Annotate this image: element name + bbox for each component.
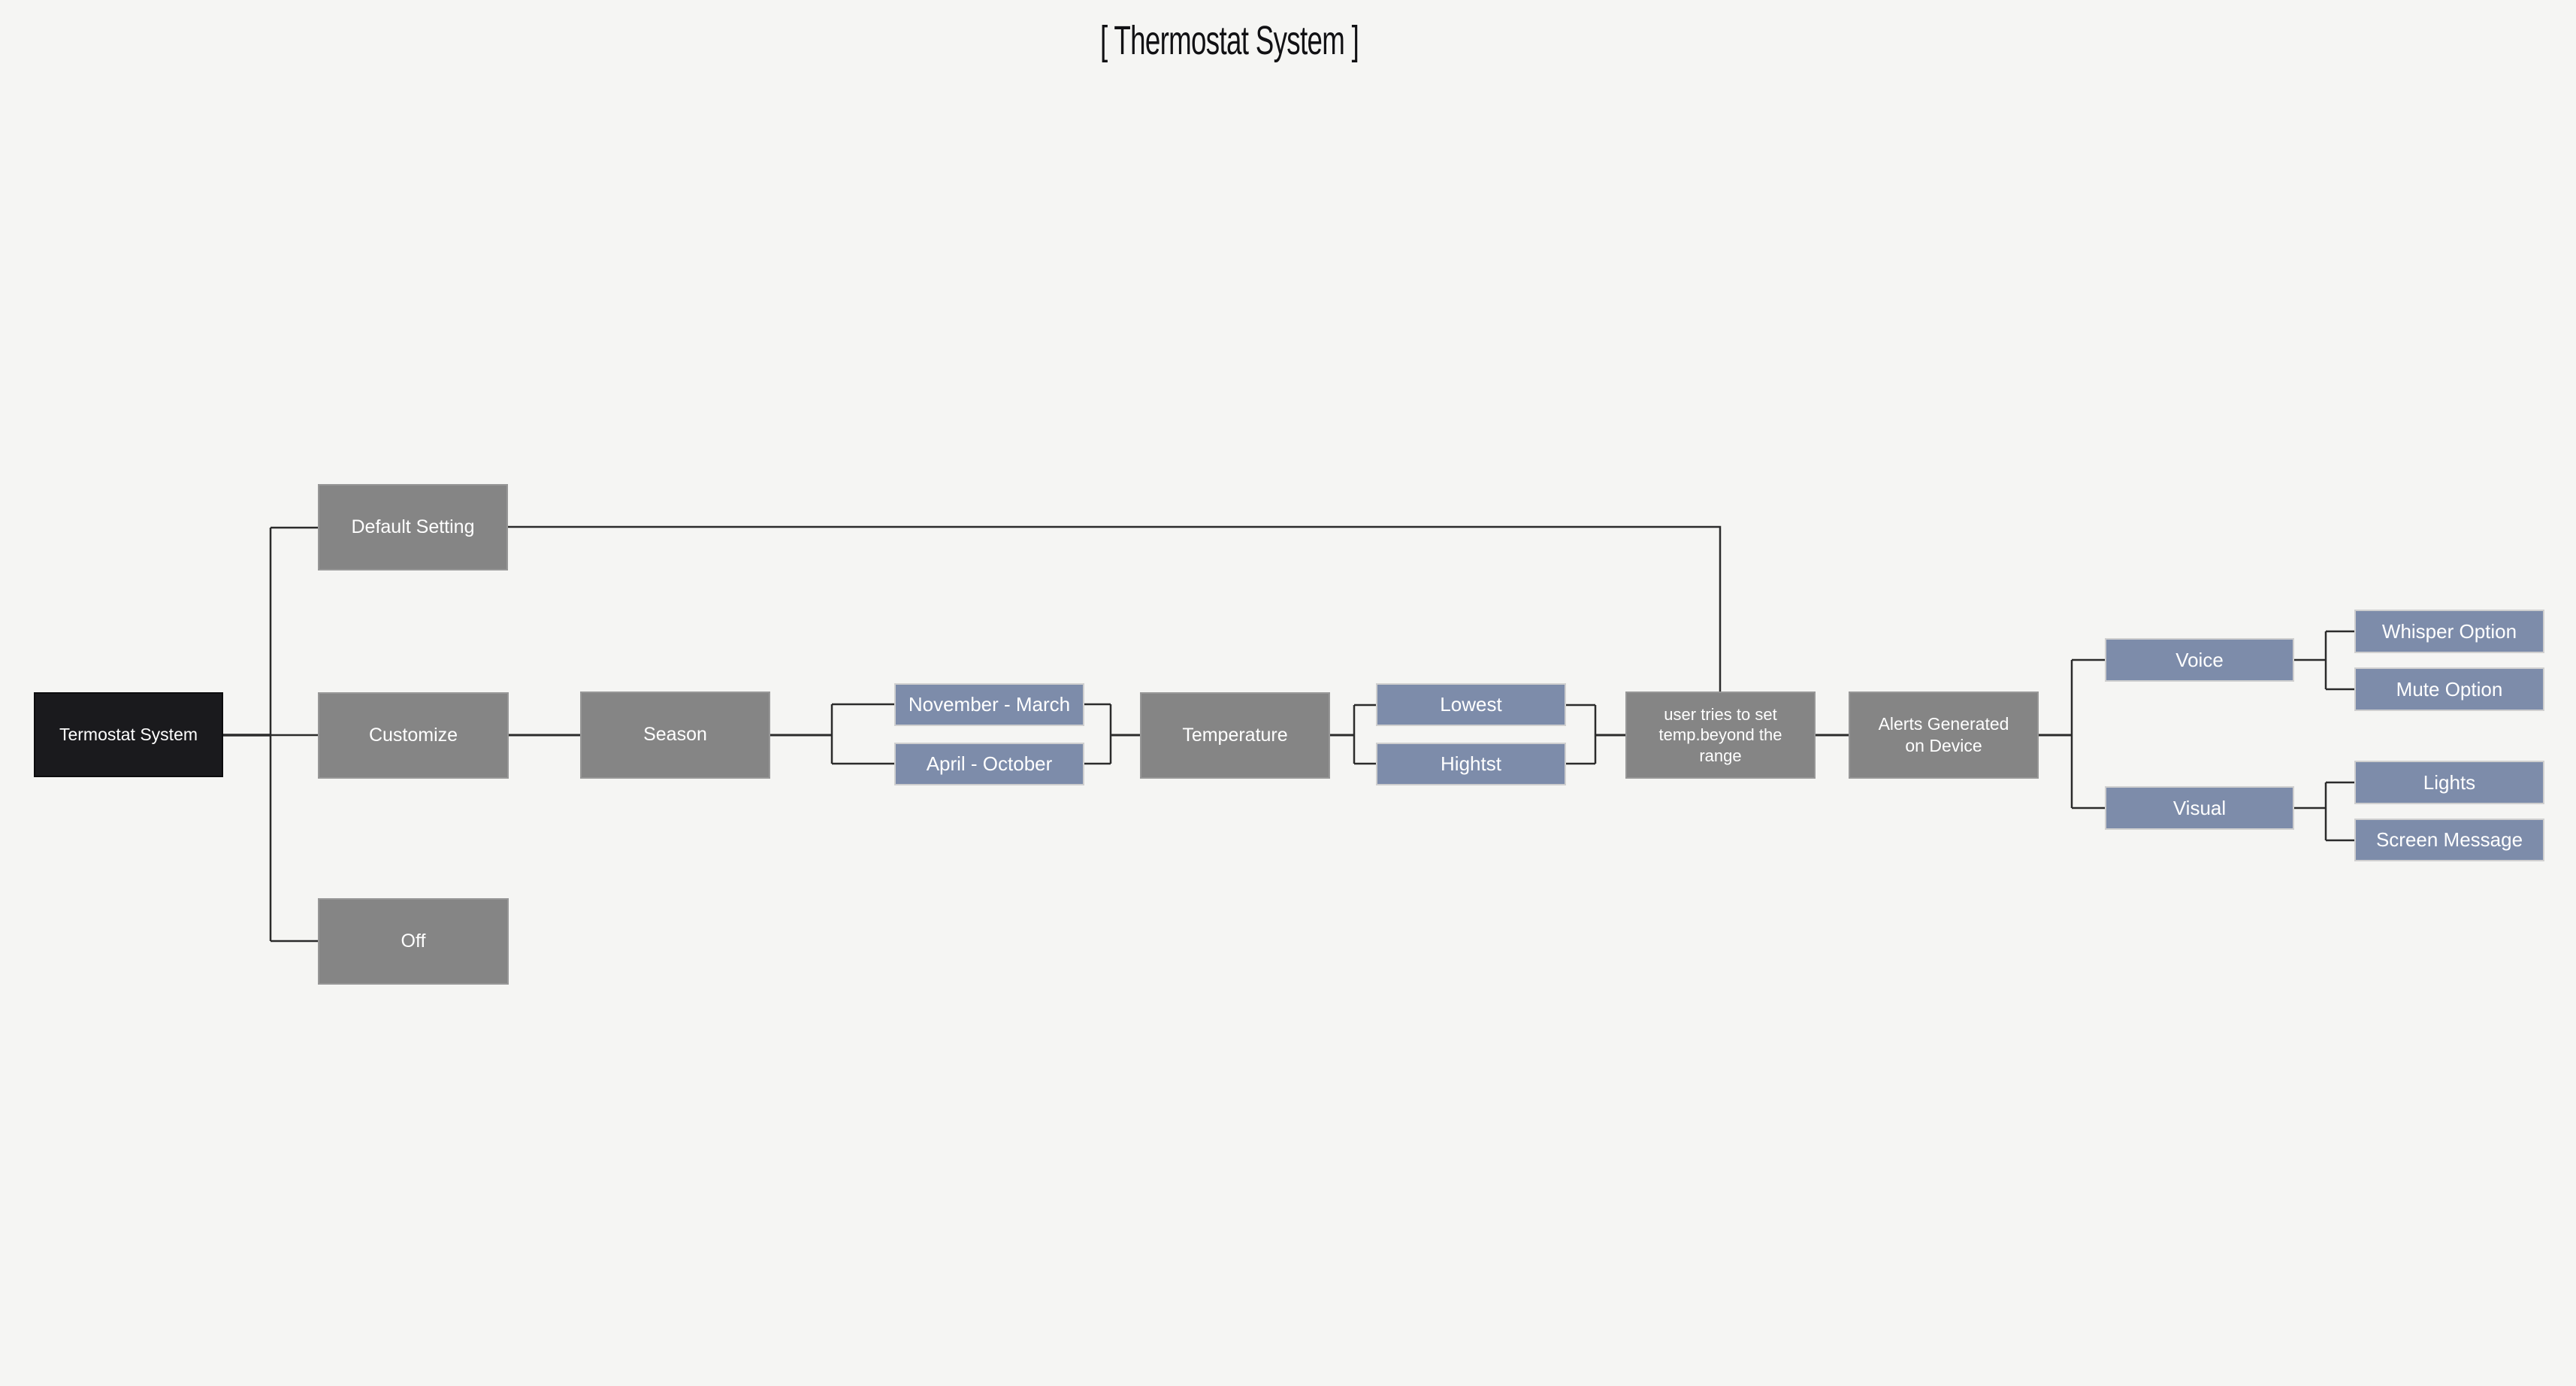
node-customize[interactable]: Customize <box>318 692 509 779</box>
node-april-october-label: April - October <box>926 752 1053 776</box>
node-visual[interactable]: Visual <box>2105 786 2294 830</box>
node-lights[interactable]: Lights <box>2354 761 2544 804</box>
node-april-october[interactable]: April - October <box>894 743 1084 785</box>
diagram-title-text: [ Thermostat System ] <box>1099 18 1359 63</box>
node-default-setting[interactable]: Default Setting <box>318 484 508 570</box>
node-hightst-label: Hightst <box>1441 752 1501 776</box>
node-lowest[interactable]: Lowest <box>1376 683 1566 726</box>
node-customize-label: Customize <box>368 724 458 746</box>
node-alerts-generated-label: Alerts Generated on Device <box>1878 714 2009 755</box>
node-temperature[interactable]: Temperature <box>1140 692 1330 779</box>
node-hightst[interactable]: Hightst <box>1376 743 1566 785</box>
node-user-tries-set-temp[interactable]: user tries to set temp.beyond the range <box>1625 691 1816 779</box>
node-mute-option-label: Mute Option <box>2396 677 2503 701</box>
node-screen-message[interactable]: Screen Message <box>2354 819 2544 861</box>
node-november-march-label: November - March <box>908 693 1071 716</box>
node-off[interactable]: Off <box>318 898 509 985</box>
diagram-title: [ Thermostat System ] <box>1093 14 1365 68</box>
node-season[interactable]: Season <box>580 691 770 779</box>
node-alerts-generated[interactable]: Alerts Generated on Device <box>1849 691 2039 779</box>
node-lights-label: Lights <box>2423 770 2476 794</box>
node-visual-label: Visual <box>2172 796 2227 819</box>
node-mute-option[interactable]: Mute Option <box>2354 667 2544 711</box>
node-screen-message-label: Screen Message <box>2375 828 2523 852</box>
node-user-tries-set-temp-label: user tries to set temp.beyond the range <box>1658 704 1782 765</box>
node-termostat-system-label: Termostat System <box>59 725 198 745</box>
node-voice[interactable]: Voice <box>2105 638 2294 682</box>
node-off-label: Off <box>401 930 426 952</box>
node-lowest-label: Lowest <box>1440 693 1502 716</box>
node-temperature-label: Temperature <box>1182 724 1288 746</box>
node-november-march[interactable]: November - March <box>894 683 1084 726</box>
node-termostat-system[interactable]: Termostat System <box>34 692 223 777</box>
node-voice-label: Voice <box>2175 648 2224 671</box>
node-whisper-option-label: Whisper Option <box>2381 619 2517 643</box>
node-season-label: Season <box>643 724 707 746</box>
node-whisper-option[interactable]: Whisper Option <box>2354 610 2544 653</box>
connector-default-setting-to-user-tries <box>508 525 1722 691</box>
node-default-setting-label: Default Setting <box>351 516 475 537</box>
